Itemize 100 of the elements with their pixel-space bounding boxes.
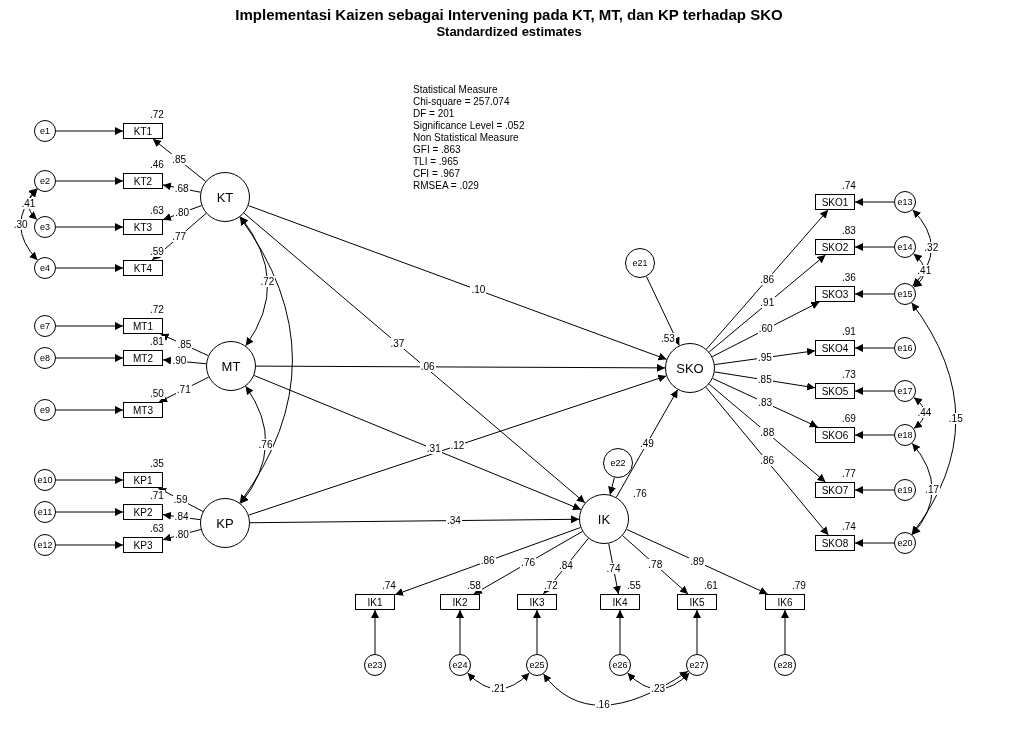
error-term-circle — [526, 654, 548, 676]
indicator-box — [815, 482, 855, 498]
arrow — [243, 212, 586, 504]
edge-label: .74 — [605, 562, 622, 574]
edge-label: .85 — [756, 373, 773, 385]
node-label: MT — [221, 358, 241, 374]
error-term-circle — [894, 337, 916, 359]
indicator-box — [765, 594, 805, 610]
r-squared-value: .72 — [149, 109, 165, 120]
r-squared-value: .79 — [791, 580, 807, 591]
error-term-circle — [34, 216, 56, 238]
node-label: e20 — [897, 538, 913, 548]
error-term-circle — [894, 283, 916, 305]
node-label: e12 — [37, 540, 53, 550]
node-label: MT1 — [133, 320, 153, 332]
fit-statistic-note: GFI = .863 — [413, 144, 461, 155]
double-headed-arrow — [627, 672, 690, 690]
arrow — [854, 539, 895, 547]
r-squared-value: .83 — [841, 225, 857, 236]
node-label: e23 — [367, 660, 383, 670]
arrow — [55, 127, 124, 135]
r-squared-value: .58 — [466, 580, 482, 591]
double-headed-arrow — [911, 442, 933, 536]
r-squared-value: .76 — [632, 488, 648, 499]
edge-label: .10 — [470, 284, 487, 296]
arrow — [533, 609, 541, 655]
arrow — [705, 209, 829, 350]
arrow — [626, 528, 769, 595]
double-headed-arrow — [239, 216, 293, 504]
error-term-circle — [34, 469, 56, 491]
edge-label: .30 — [12, 218, 29, 230]
arrow — [712, 378, 819, 428]
error-term-circle — [774, 654, 796, 676]
fit-statistic-note: DF = 201 — [413, 108, 455, 119]
node-label: KT1 — [133, 125, 153, 137]
node-label: e18 — [897, 430, 913, 440]
node-label: SKO6 — [821, 429, 849, 441]
indicator-box — [815, 340, 855, 356]
edge-label: .85 — [171, 154, 188, 166]
edge-label: .80 — [174, 206, 191, 218]
arrow — [247, 205, 668, 361]
node-label: SKO8 — [821, 537, 849, 549]
node-label: IK — [597, 511, 611, 527]
edge-label: .84 — [557, 560, 574, 572]
indicator-box — [123, 472, 163, 488]
arrow — [622, 535, 689, 595]
arrow — [456, 609, 464, 655]
arrow — [711, 301, 820, 358]
error-term-circle — [364, 654, 386, 676]
edge-label: .91 — [759, 297, 776, 309]
error-term-circle — [34, 399, 56, 421]
node-label: MT3 — [133, 404, 153, 416]
node-label: IK2 — [452, 596, 468, 608]
node-label: e2 — [40, 176, 50, 186]
arrow — [55, 406, 124, 414]
indicator-box — [815, 383, 855, 399]
fit-statistic-note: Significance Level = .052 — [413, 120, 525, 131]
arrow — [708, 254, 826, 353]
diagram-title: Implementasi Kaizen sebagai Intervening pada KT, MT, dan KP terhadap SKO — [234, 6, 784, 23]
arrow — [615, 389, 679, 498]
arrow — [249, 515, 580, 524]
arrow — [55, 264, 124, 272]
edge-label: .88 — [759, 427, 776, 439]
error-term-circle — [34, 315, 56, 337]
indicator-box — [815, 194, 855, 210]
fit-statistic-note: CFI = .967 — [413, 168, 460, 179]
fit-statistic-note: Non Statistical Measure — [413, 132, 519, 143]
r-squared-value: .63 — [149, 205, 165, 216]
node-label: KP3 — [133, 539, 153, 551]
arrow — [854, 198, 895, 206]
node-label: e21 — [632, 258, 648, 268]
arrow — [708, 383, 826, 483]
r-squared-value: .74 — [381, 580, 397, 591]
edge-label: .86 — [759, 273, 776, 285]
edge-label: .71 — [175, 383, 192, 395]
node-label: KP1 — [133, 474, 153, 486]
edge-label: .72 — [259, 275, 276, 287]
indicator-box — [123, 219, 163, 235]
indicator-box — [123, 537, 163, 553]
node-label: KT3 — [133, 221, 153, 233]
double-headed-arrow — [911, 302, 957, 535]
indicator-box — [600, 594, 640, 610]
node-label: e24 — [452, 660, 468, 670]
double-headed-arrow — [240, 385, 267, 505]
node-label: e11 — [37, 507, 53, 517]
r-squared-value: .73 — [841, 369, 857, 380]
error-term-circle — [34, 347, 56, 369]
arrow — [854, 290, 895, 298]
error-term-circle — [34, 534, 56, 556]
node-label: KT — [216, 189, 234, 205]
arrow — [781, 609, 789, 655]
arrow — [55, 223, 124, 231]
error-term-circle — [894, 424, 916, 446]
arrow — [473, 531, 583, 595]
edge-label: .44 — [916, 407, 933, 418]
r-squared-value: .91 — [841, 326, 857, 337]
indicator-box — [123, 350, 163, 366]
node-label: e8 — [40, 353, 50, 363]
edge-label: .83 — [757, 396, 774, 408]
node-label: KP — [216, 515, 234, 531]
